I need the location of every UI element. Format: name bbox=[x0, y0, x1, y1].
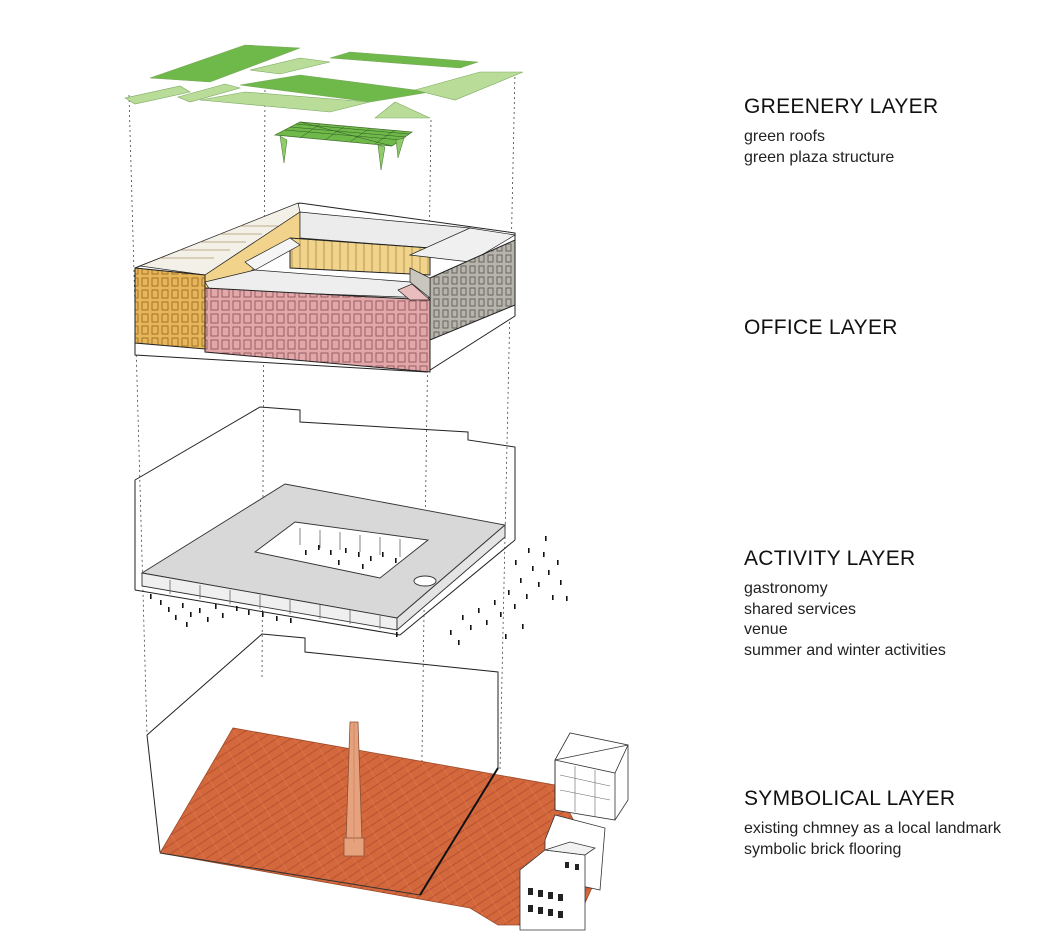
neighbour-buildings bbox=[519, 732, 629, 931]
layer-item: green roofs bbox=[744, 128, 825, 145]
layer-item: green plaza structure bbox=[744, 148, 895, 166]
legend-greenery: GREENERY LAYER green roofs green plaza s… bbox=[744, 95, 938, 168]
legend-office: OFFICE LAYER bbox=[744, 316, 898, 340]
office-roof-right bbox=[408, 227, 517, 263]
green-roof-panel bbox=[124, 85, 191, 105]
symbolic-layer-drawing bbox=[146, 633, 499, 853]
greenery-layer-drawing bbox=[124, 44, 524, 119]
green-roof-panel bbox=[329, 51, 479, 69]
activity-frame bbox=[134, 406, 516, 540]
legend-activity: ACTIVITY LAYER gastronomy shared service… bbox=[744, 547, 946, 661]
activity-people bbox=[150, 536, 568, 645]
green-roof-panel bbox=[199, 91, 371, 113]
layer-title: SYMBOLICAL LAYER bbox=[744, 787, 956, 810]
chimney-landmark bbox=[343, 721, 365, 857]
layer-title: OFFICE LAYER bbox=[744, 316, 898, 339]
layer-item: venue bbox=[744, 621, 788, 638]
brick-flooring bbox=[159, 727, 601, 926]
green-roof-panel bbox=[374, 101, 431, 119]
green-roof-panel bbox=[177, 83, 242, 103]
green-roof-panel bbox=[149, 44, 301, 83]
green-roof-panel bbox=[249, 57, 331, 75]
layer-title: GREENERY LAYER bbox=[744, 95, 939, 118]
office-facade-pale-yellow bbox=[289, 237, 431, 276]
activity-courtyard-void bbox=[253, 521, 430, 579]
layer-item: existing chmney as a local landmark bbox=[744, 820, 1002, 837]
office-layer-drawing bbox=[134, 202, 517, 373]
layer-item: gastronomy bbox=[744, 580, 828, 597]
office-facade-yellow bbox=[134, 267, 206, 350]
layer-item-list: gastronomy shared services venue summer … bbox=[744, 579, 946, 661]
layer-title: ACTIVITY LAYER bbox=[744, 547, 916, 570]
activity-plate bbox=[140, 483, 507, 631]
layer-item: symbolic brick flooring bbox=[744, 840, 902, 858]
layer-item: shared services bbox=[744, 600, 857, 618]
layer-item-list: green roofs green plaza structure bbox=[744, 127, 938, 168]
legend-symbolic: SYMBOLICAL LAYER existing chmney as a lo… bbox=[744, 787, 1001, 860]
activity-columns bbox=[169, 528, 401, 629]
office-pink-gable bbox=[397, 283, 431, 301]
green-plaza-structure bbox=[273, 121, 413, 171]
symbolic-frame bbox=[146, 633, 499, 768]
layer-item: summer and winter activities bbox=[744, 641, 946, 659]
activity-layer-drawing bbox=[134, 406, 516, 636]
green-roof-panel bbox=[413, 71, 524, 101]
office-courtyard-roof bbox=[244, 237, 301, 271]
layer-item-list: existing chmney as a local landmark symb… bbox=[744, 819, 1001, 860]
